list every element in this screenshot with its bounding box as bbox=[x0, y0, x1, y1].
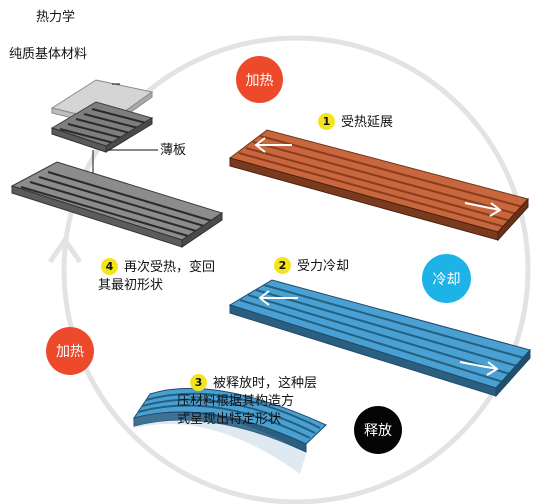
heat-badge-left-label: 加热 bbox=[56, 344, 84, 360]
stretch-right-arrow-icon bbox=[464, 202, 502, 217]
cooled-strip bbox=[228, 279, 531, 398]
thin-plate bbox=[50, 101, 154, 153]
step-3: 3 被释放时，这种层 压材料根据其构造方 式呈现出特定形状 bbox=[177, 374, 318, 429]
cool-left-arrow-icon bbox=[258, 290, 298, 306]
heat-badge-top: 加热 bbox=[236, 56, 283, 103]
cycle-arrow-icon bbox=[47, 237, 83, 264]
heated-strip bbox=[228, 129, 529, 242]
release-badge: 释放 bbox=[354, 406, 402, 454]
cool-badge: 冷却 bbox=[422, 254, 471, 303]
cool-right-arrow-icon bbox=[459, 361, 499, 376]
step-1-text: 受热延展 bbox=[341, 115, 394, 130]
original-plate bbox=[10, 161, 224, 248]
step-3-text-line-2: 压材料根据其构造方 bbox=[177, 394, 295, 409]
step-1: 1 受热延展 bbox=[318, 113, 393, 132]
step-2: 2 受力冷却 bbox=[274, 257, 349, 276]
heat-badge-top-label: 加热 bbox=[245, 72, 274, 89]
step-4: 4 再次受热，变回 其最初形状 bbox=[98, 258, 216, 295]
step-3-text-line-1: 被释放时，这种层 bbox=[213, 376, 318, 391]
release-badge-label: 释放 bbox=[364, 423, 392, 439]
step-4-marker: 4 bbox=[101, 258, 118, 275]
thin-plate-label: 薄板 bbox=[160, 143, 187, 158]
heat-badge-left: 加热 bbox=[46, 327, 94, 375]
step-2-marker: 2 bbox=[274, 257, 291, 274]
step-4-text-line-2: 其最初形状 bbox=[98, 278, 164, 293]
cool-badge-label: 冷却 bbox=[432, 271, 461, 288]
base-material-label: 纯质基体材料 bbox=[9, 47, 88, 62]
step-1-marker: 1 bbox=[318, 113, 335, 130]
cycle-ring bbox=[61, 35, 531, 504]
diagram-title: 热力学 bbox=[36, 10, 76, 25]
step-3-text-line-3: 式呈现出特定形状 bbox=[177, 412, 282, 427]
curved-strip bbox=[132, 387, 327, 474]
step-2-text: 受力冷却 bbox=[297, 259, 350, 274]
stretch-left-arrow-icon bbox=[254, 137, 292, 153]
step-4-text-line-1: 再次受热，变回 bbox=[124, 260, 216, 275]
step-3-marker: 3 bbox=[190, 374, 207, 391]
